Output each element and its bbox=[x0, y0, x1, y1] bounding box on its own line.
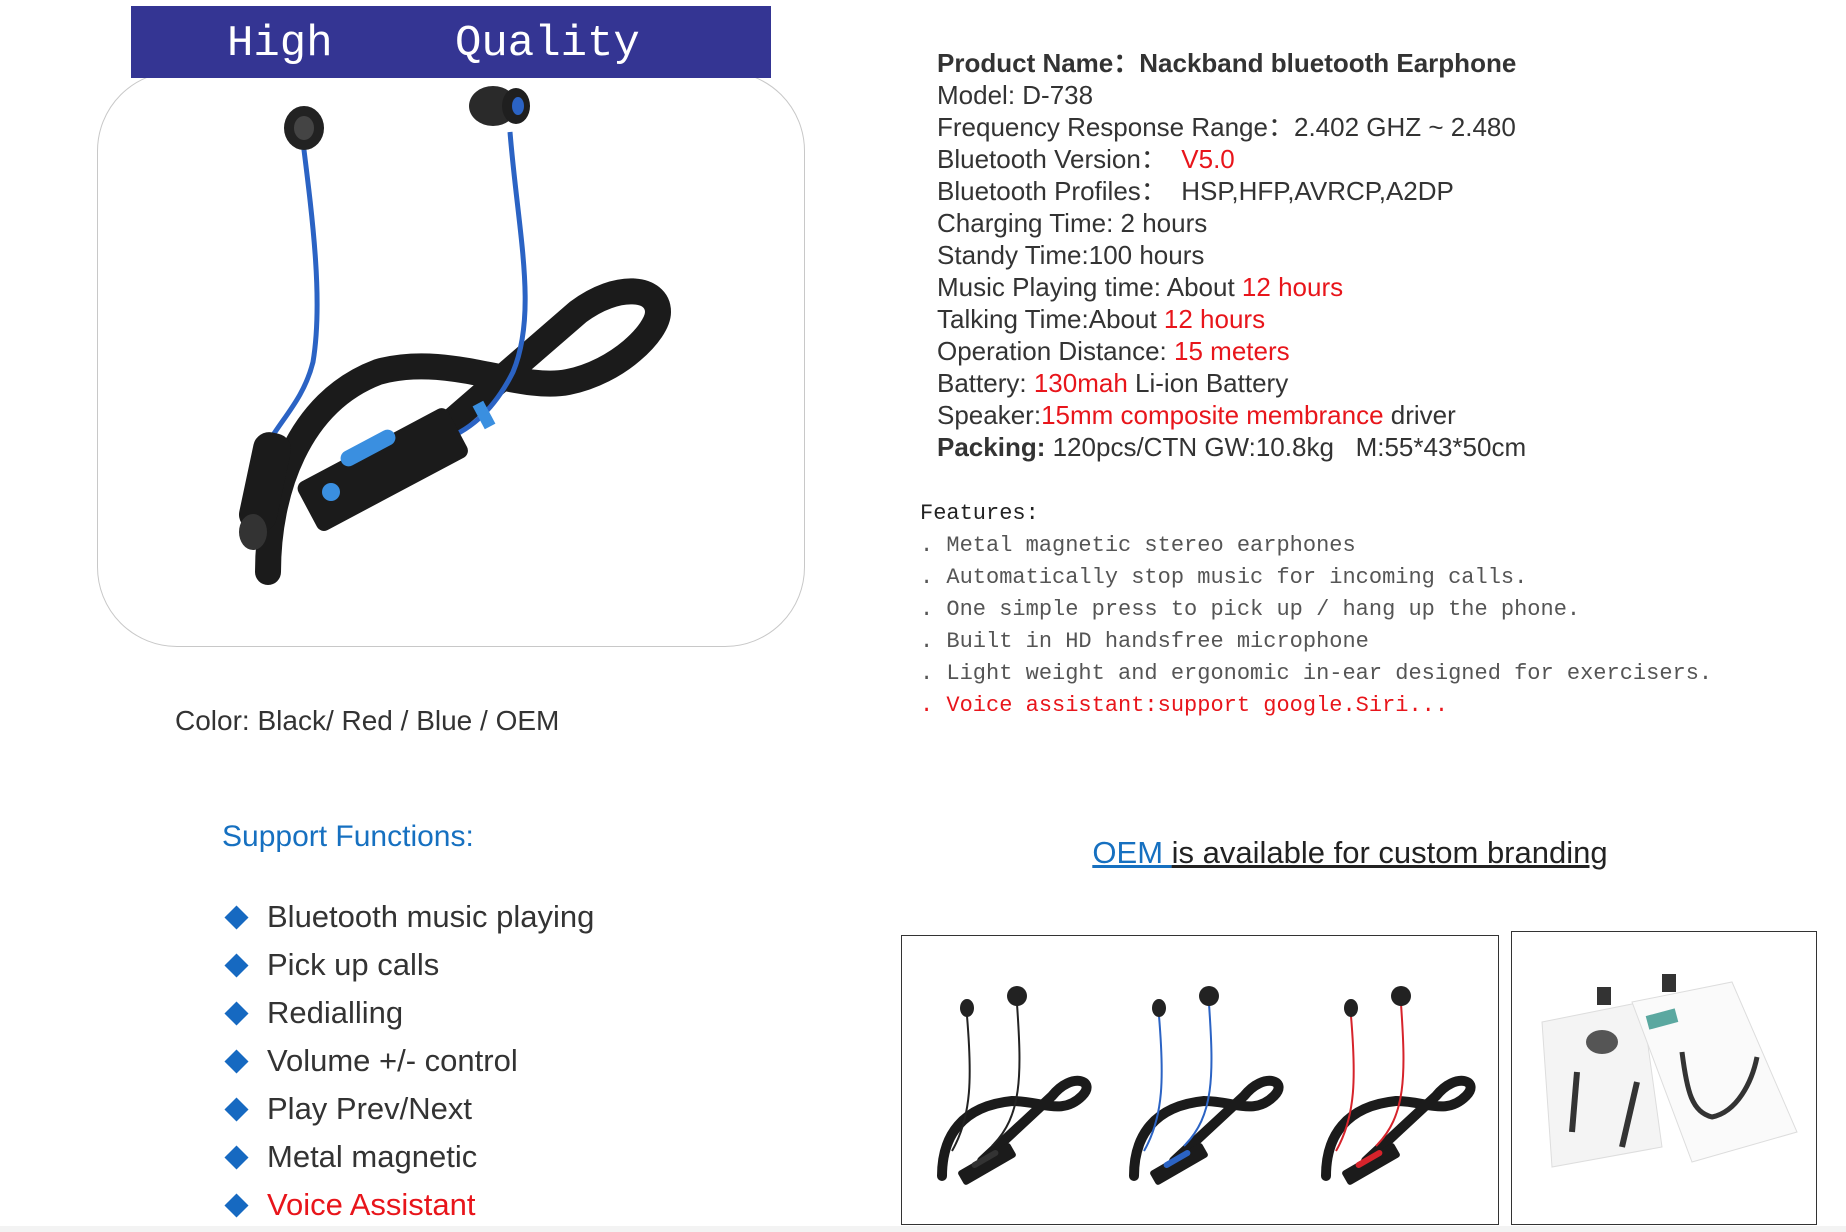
spec-line: Music Playing time: About 12 hours bbox=[937, 271, 1526, 303]
spec-line: Battery: 130mah Li-ion Battery bbox=[937, 367, 1526, 399]
color-options: Color: Black/ Red / Blue / OEM bbox=[175, 705, 560, 736]
support-function-label: Volume +/- control bbox=[267, 1043, 518, 1078]
support-function-label: Voice Assistant bbox=[267, 1187, 476, 1222]
spec-line: Frequency Response Range：2.402 GHZ ~ 2.4… bbox=[937, 111, 1526, 143]
support-function-item: Metal magnetic bbox=[224, 1133, 594, 1181]
support-function-label: Play Prev/Next bbox=[267, 1091, 473, 1126]
spec-text: Li-ion Battery bbox=[1127, 368, 1289, 398]
oem-link[interactable]: OEM bbox=[1092, 835, 1172, 870]
support-functions-title: Support Functions: bbox=[222, 820, 474, 853]
spec-line: Bluetooth Version： V5.0 bbox=[937, 143, 1526, 175]
feature-item: . Metal magnetic stereo earphones bbox=[920, 533, 1356, 558]
support-function-item: Voice Assistant bbox=[224, 1181, 594, 1229]
spec-text: Model: D-738 bbox=[937, 80, 1094, 110]
oem-branding-note: OEM is available for custom branding bbox=[1000, 835, 1700, 871]
support-function-item: Volume +/- control bbox=[224, 1037, 594, 1085]
earphone-variant bbox=[1129, 986, 1284, 1185]
spec-text: Bluetooth Profiles： HSP,HFP,AVRCP,A2DP bbox=[937, 176, 1454, 206]
spec-text: Operation Distance: bbox=[937, 336, 1175, 366]
color-variants-photo bbox=[901, 935, 1499, 1225]
spec-text: Talking Time:About bbox=[937, 304, 1164, 334]
spec-highlight: 12 hours bbox=[1163, 304, 1266, 334]
high-quality-banner: High Quality bbox=[131, 6, 771, 78]
spec-text: Battery: bbox=[937, 368, 1034, 398]
diamond-bullet-icon bbox=[224, 1048, 249, 1074]
spec-line: Model: D-738 bbox=[937, 79, 1526, 111]
diamond-bullet-icon bbox=[224, 1000, 249, 1026]
packaging-photo bbox=[1511, 931, 1817, 1225]
spec-line: Product Name：Nackband bluetooth Earphone bbox=[937, 47, 1526, 79]
spec-highlight: 15 meters bbox=[1174, 336, 1290, 366]
earphone-variant bbox=[937, 986, 1092, 1185]
support-function-item: Play Prev/Next bbox=[224, 1085, 594, 1133]
spec-text: Speaker: bbox=[937, 400, 1042, 430]
diamond-bullet-icon bbox=[224, 904, 249, 930]
feature-item: . Voice assistant:support google.Siri... bbox=[920, 693, 1449, 718]
support-function-item: Redialling bbox=[224, 989, 594, 1037]
spec-highlight: 12 hours bbox=[1241, 272, 1344, 302]
features-section: Features: . Metal magnetic stereo earpho… bbox=[920, 498, 1712, 722]
color-variants-image bbox=[937, 986, 1476, 1185]
support-function-label: Bluetooth music playing bbox=[267, 899, 595, 934]
main-product-photo bbox=[97, 71, 805, 647]
spec-highlight: 130mah bbox=[1033, 368, 1128, 398]
spec-text: driver bbox=[1383, 400, 1456, 430]
diamond-bullet-icon bbox=[224, 1192, 249, 1218]
feature-item: . Light weight and ergonomic in-ear desi… bbox=[920, 661, 1713, 686]
spec-line: Talking Time:About 12 hours bbox=[937, 303, 1526, 335]
spec-line: Standy Time:100 hours bbox=[937, 239, 1526, 271]
feature-item: . One simple press to pick up / hang up … bbox=[920, 597, 1581, 622]
neckband-earphone-image bbox=[238, 86, 672, 585]
spec-line: Charging Time: 2 hours bbox=[937, 207, 1526, 239]
diamond-bullet-icon bbox=[224, 952, 249, 978]
spec-line: Packing: 120pcs/CTN GW:10.8kg M:55*43*50… bbox=[937, 431, 1526, 463]
support-function-item: Bluetooth music playing bbox=[224, 893, 595, 941]
diamond-bullet-icon bbox=[224, 1144, 249, 1170]
support-function-label: Metal magnetic bbox=[267, 1139, 478, 1174]
support-function-label: Redialling bbox=[267, 995, 404, 1030]
spec-text: Music Playing time: About bbox=[937, 272, 1242, 302]
banner-word-high: High bbox=[227, 19, 333, 69]
banner-word-quality: Quality bbox=[455, 19, 640, 69]
product-specs: Product Name：Nackband bluetooth Earphone… bbox=[937, 47, 1526, 463]
spec-text: 120pcs/CTN GW:10.8kg M:55*43*50cm bbox=[1045, 432, 1527, 462]
spec-highlight: V5.0 bbox=[1181, 144, 1235, 174]
feature-item: . Automatically stop music for incoming … bbox=[920, 565, 1528, 590]
spec-text: Bluetooth Version： bbox=[937, 144, 1182, 174]
packaging-box-image bbox=[1541, 974, 1798, 1168]
oem-text: is available for custom branding bbox=[1171, 835, 1608, 870]
earphone-variant bbox=[1321, 986, 1476, 1185]
support-function-label: Pick up calls bbox=[267, 947, 440, 982]
diamond-bullet-icon bbox=[224, 1096, 249, 1122]
spec-line: Speaker:15mm composite membrance driver bbox=[937, 399, 1526, 431]
spec-text: Charging Time: 2 hours bbox=[937, 208, 1208, 238]
spec-text: Product Name：Nackband bluetooth Earphone bbox=[937, 48, 1517, 78]
spec-highlight: 15mm composite membrance bbox=[1041, 400, 1384, 430]
bottom-strip bbox=[0, 1226, 1846, 1232]
spec-line: Bluetooth Profiles： HSP,HFP,AVRCP,A2DP bbox=[937, 175, 1526, 207]
spec-text: Standy Time:100 hours bbox=[937, 240, 1205, 270]
spec-text: Packing: bbox=[937, 432, 1046, 462]
features-title: Features: bbox=[920, 501, 1039, 526]
feature-item: . Built in HD handsfree microphone bbox=[920, 629, 1369, 654]
spec-text: Frequency Response Range：2.402 GHZ ~ 2.4… bbox=[937, 112, 1516, 142]
support-function-item: Pick up calls bbox=[224, 941, 594, 989]
spec-line: Operation Distance: 15 meters bbox=[937, 335, 1526, 367]
